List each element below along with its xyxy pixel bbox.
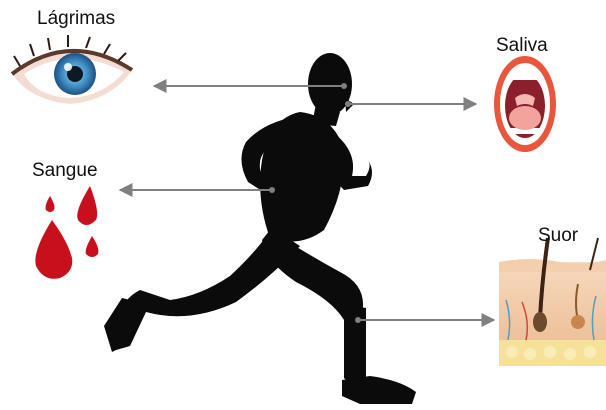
label-saliva: Saliva (496, 35, 548, 57)
blood-drops-icon (35, 186, 98, 279)
label-sweat: Suor (538, 225, 578, 247)
label-tears: Lágrimas (37, 8, 115, 30)
eye-icon (12, 35, 132, 104)
label-blood: Sangue (32, 160, 98, 182)
open-mouth-icon (494, 56, 556, 152)
running-man-silhouette (104, 53, 416, 404)
skin-cross-section-icon (499, 238, 606, 366)
